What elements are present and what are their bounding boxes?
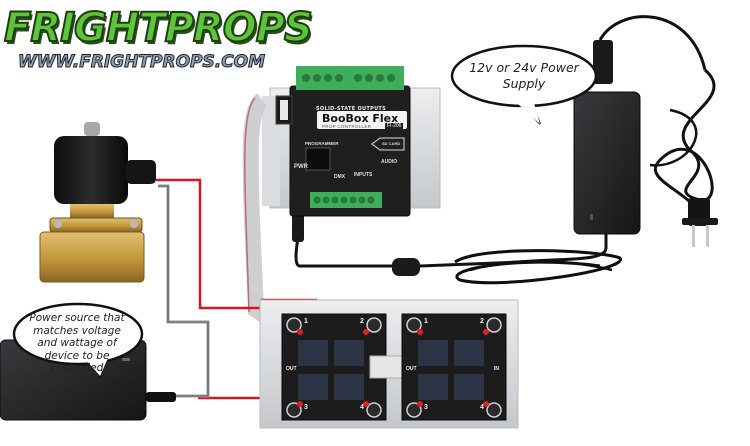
ribbon-cable: [242, 93, 280, 329]
brand-subtitle: PROP CONTROLLER: [322, 124, 372, 129]
relay1-ch4: 4: [360, 404, 364, 411]
relay2-ch3: 3: [424, 404, 428, 411]
relay-board-2: [401, 313, 507, 421]
callout-device-power-text: Power source that matches voltage and wa…: [29, 312, 125, 375]
logo-url: WWW.FRIGHTPROPS.COM: [17, 52, 266, 73]
model-number: FI-206: [385, 123, 404, 129]
callout-bubble-power-supply: [450, 44, 598, 125]
relay1-ch3: 3: [304, 404, 308, 411]
inputs-label: INPUTS: [354, 172, 373, 178]
main-power-supply: [292, 15, 718, 285]
dmx-label: DMX: [334, 174, 346, 180]
outputs-label: SOLID-STATE OUTPUTS: [316, 106, 387, 112]
audio-label: AUDIO: [381, 159, 398, 165]
callout-power-supply-text: 12v or 24v Power Supply: [469, 60, 579, 91]
pwr-label: PWR: [294, 164, 308, 170]
relay2-ch4: 4: [480, 404, 484, 411]
callout-bubble-device-power: [12, 302, 144, 379]
relay1-out: OUT: [286, 366, 297, 372]
programmer-label: PROGRAMMER: [305, 141, 339, 146]
brand-plate: [317, 111, 407, 129]
relay1-ch1: 1: [304, 318, 308, 325]
sd-card-label: SD CARD: [382, 141, 401, 146]
logo-title: FRIGHTPROPS: [3, 4, 314, 52]
relay2-in: IN: [494, 366, 499, 372]
relay2-ch1: 1: [424, 318, 428, 325]
relay2-ch2: 2: [480, 318, 484, 325]
frightprops-logo: FRIGHTPROPS WWW.FRIGHTPROPS.COM: [3, 4, 314, 82]
brand-name: BooBox Flex: [322, 112, 399, 125]
solenoid-valve: [39, 122, 156, 283]
relay-board-1: [281, 313, 387, 421]
relay1-ch2: 2: [360, 318, 364, 325]
relay2-out: OUT: [406, 366, 417, 372]
